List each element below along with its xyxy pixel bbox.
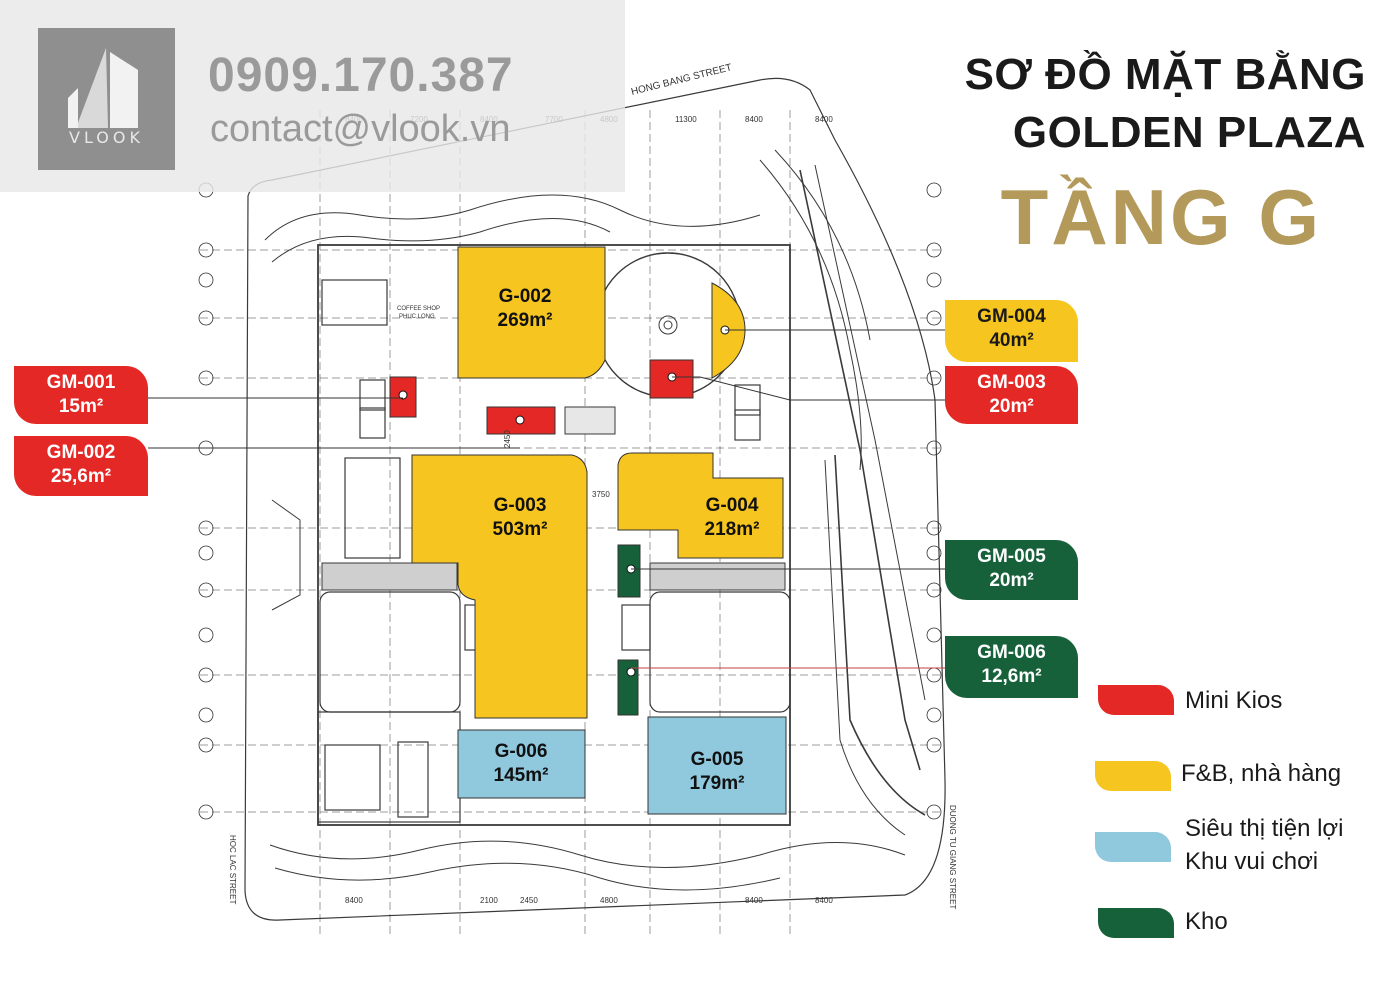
callout-gm006-code: GM-006 bbox=[977, 642, 1046, 663]
callout-gm002: GM-002 25,6m² bbox=[14, 436, 148, 496]
callout-gm006-area: 12,6m² bbox=[981, 666, 1042, 687]
callout-gm003: GM-003 20m² bbox=[945, 366, 1078, 424]
svg-text:8400: 8400 bbox=[345, 896, 363, 905]
callout-gm004: GM-004 40m² bbox=[945, 300, 1078, 362]
callout-gm003-code: GM-003 bbox=[977, 372, 1046, 393]
callout-gm003-area: 20m² bbox=[989, 396, 1034, 417]
svg-text:4800: 4800 bbox=[600, 896, 618, 905]
legend-label-kiosk: Mini Kios bbox=[1185, 687, 1283, 714]
site-boundary bbox=[244, 77, 946, 921]
callout-gm004-area: 40m² bbox=[989, 330, 1034, 351]
legend-swatch-kiosk bbox=[1098, 685, 1174, 715]
unit-g005-code: G-005 bbox=[690, 749, 744, 770]
watermark-phone: 0909.170.387 bbox=[208, 49, 514, 102]
callout-gm002-area: 25,6m² bbox=[50, 466, 112, 487]
unit-g002-label: G-002 269m² bbox=[470, 285, 580, 333]
dim-3750: 3750 bbox=[592, 490, 610, 499]
unit-g004-shape bbox=[617, 452, 784, 559]
street-left-label: HOC LAC STREET bbox=[228, 835, 237, 904]
unit-g002-code: G-002 bbox=[498, 286, 552, 307]
svg-text:11300: 11300 bbox=[675, 115, 697, 124]
callout-gm001-area: 15m² bbox=[58, 396, 104, 417]
unit-g006-code: G-006 bbox=[494, 741, 548, 762]
svg-text:2450: 2450 bbox=[520, 896, 538, 905]
legend-label-storage: Kho bbox=[1185, 908, 1228, 935]
title-line-2: GOLDEN PLAZA bbox=[1012, 108, 1366, 157]
svg-text:8400: 8400 bbox=[815, 115, 833, 124]
coffee-label-2: PHUC LONG bbox=[399, 314, 435, 320]
street-right-label: DUONG TU GIANG STREET bbox=[948, 805, 957, 909]
callout-gm005: GM-005 20m² bbox=[945, 540, 1078, 600]
logo-text: VLOOK bbox=[69, 128, 144, 147]
callout-gm005-area: 20m² bbox=[989, 570, 1034, 591]
unit-g006-label: G-006 145m² bbox=[462, 740, 580, 788]
callout-gm001: GM-001 15m² bbox=[14, 366, 148, 424]
svg-text:8400: 8400 bbox=[815, 896, 833, 905]
legend-label-market-2: Khu vui chơi bbox=[1185, 848, 1319, 875]
svg-text:2100: 2100 bbox=[480, 896, 498, 905]
svg-text:8400: 8400 bbox=[745, 896, 763, 905]
vlook-logo bbox=[38, 28, 175, 170]
coffee-label-1: COFFEE SHOP bbox=[397, 306, 440, 312]
unit-g002-shape bbox=[457, 246, 606, 379]
callout-gm002-code: GM-002 bbox=[46, 442, 116, 463]
callout-gm005-code: GM-005 bbox=[977, 546, 1046, 567]
dim-2450: 2450 bbox=[503, 430, 512, 448]
unit-g004-label: G-004 218m² bbox=[677, 494, 787, 542]
legend-swatch-market bbox=[1095, 832, 1171, 862]
svg-text:8400: 8400 bbox=[745, 115, 763, 124]
unit-g002-area: 269m² bbox=[497, 310, 553, 331]
callout-gm004-code: GM-004 bbox=[977, 306, 1046, 327]
building-icon bbox=[68, 48, 138, 128]
unit-g003-code: G-003 bbox=[493, 495, 547, 516]
unit-g005-label: G-005 179m² bbox=[662, 748, 772, 796]
unit-g006-area: 145m² bbox=[493, 765, 549, 786]
legend-label-fnb: F&B, nhà hàng bbox=[1181, 760, 1342, 787]
unit-g004-area: 218m² bbox=[704, 519, 760, 540]
title-line-3: TẦNG G bbox=[1000, 173, 1322, 261]
unit-g005-shape bbox=[647, 716, 787, 815]
title-line-1: SƠ ĐỒ MẶT BẰNG bbox=[964, 50, 1366, 99]
watermark-email: contact@vlook.vn bbox=[210, 108, 511, 150]
legend-swatch-fnb bbox=[1095, 761, 1171, 791]
callout-gm006: GM-006 12,6m² bbox=[945, 636, 1078, 698]
unit-g003-shape bbox=[411, 454, 588, 719]
legend-swatch-storage bbox=[1098, 908, 1174, 938]
street-top-label: HONG BANG STREET bbox=[630, 62, 733, 98]
unit-g005-area: 179m² bbox=[689, 773, 745, 794]
unit-g004-code: G-004 bbox=[705, 495, 759, 516]
unit-g006-shape bbox=[457, 729, 586, 799]
callout-gm001-code: GM-001 bbox=[46, 372, 116, 393]
unit-g003-area: 503m² bbox=[492, 519, 548, 540]
legend-label-market-1: Siêu thị tiện lợi bbox=[1185, 815, 1344, 842]
unit-g003-label: G-003 503m² bbox=[465, 494, 575, 542]
